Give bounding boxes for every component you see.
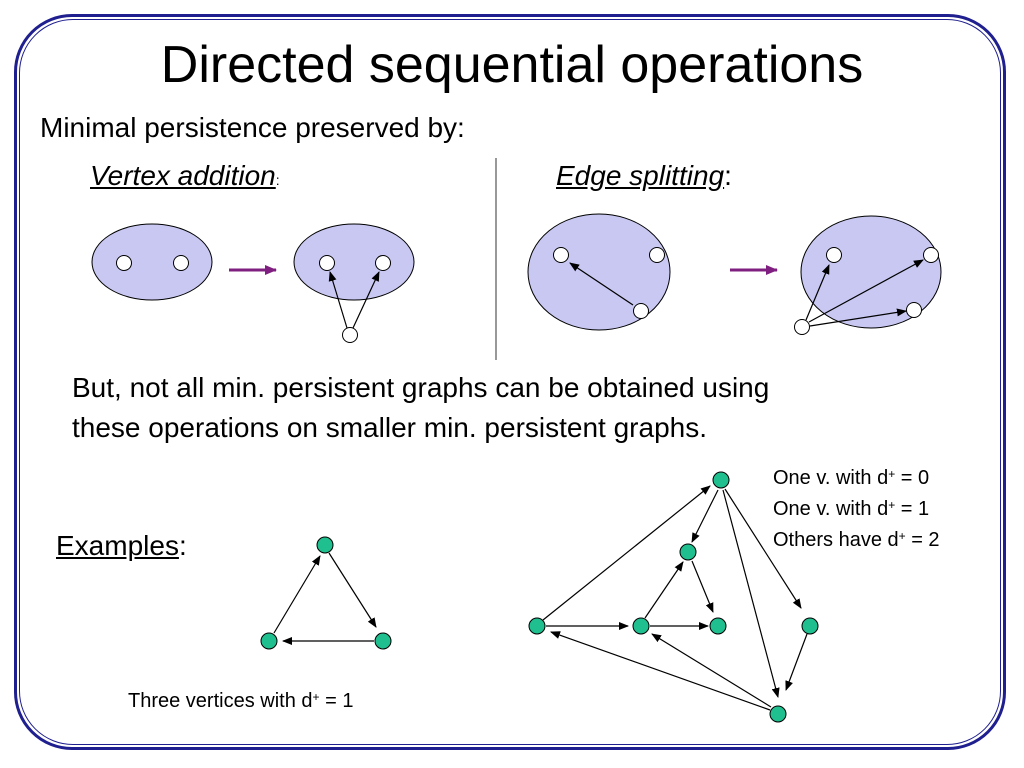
edge <box>724 488 802 609</box>
vertex <box>116 255 132 271</box>
edge-splitting-label: Edge splitting: <box>556 160 732 192</box>
edge <box>808 259 924 323</box>
vertex-addition-colon: : <box>275 172 280 188</box>
vertex-addition-after-graph <box>293 223 415 343</box>
slide-frame <box>14 14 1006 750</box>
vertex <box>923 247 939 263</box>
graph-note-1: One v. with d+ = 0 <box>773 467 930 489</box>
large-example-graph <box>528 471 819 723</box>
vertex <box>649 247 665 263</box>
edge <box>691 560 714 613</box>
vertex <box>316 536 334 554</box>
triangle-example-graph <box>260 536 392 650</box>
edge <box>550 631 771 711</box>
limitation-paragraph: But, not all min. persistent graphs can … <box>72 368 769 448</box>
graph-note-3: Others have d+ = 2 <box>773 529 940 551</box>
edge <box>805 264 830 321</box>
edge <box>328 552 377 628</box>
edge <box>785 633 808 691</box>
edge <box>722 489 780 698</box>
vertex <box>801 617 819 635</box>
edge <box>542 485 711 621</box>
ellipse-after <box>293 223 415 301</box>
vertex <box>173 255 189 271</box>
edge-splitting-text: Edge splitting <box>556 160 725 191</box>
vertex <box>374 632 392 650</box>
slide-subtitle: Minimal persistence preserved by: <box>40 112 465 143</box>
vertex <box>260 632 278 650</box>
edge-splitting-after-graph <box>794 215 942 335</box>
graph-note-2: One v. with d+ = 1 <box>773 498 930 520</box>
vertex-addition-text: Vertex addition <box>90 160 276 191</box>
edge <box>328 271 348 329</box>
vertex <box>342 327 358 343</box>
paragraph-line-2: these operations on smaller min. persist… <box>72 412 707 443</box>
vertex <box>632 617 650 635</box>
vertex <box>528 617 546 635</box>
vertex <box>319 255 335 271</box>
edge <box>651 633 772 708</box>
edge <box>809 308 907 327</box>
vertex <box>826 247 842 263</box>
examples-text: Examples <box>56 530 179 561</box>
vertex <box>769 705 787 723</box>
vertex <box>906 302 922 318</box>
vertex <box>709 617 727 635</box>
examples-label: Examples: <box>56 530 187 562</box>
triangle-caption: Three vertices with d+ = 1 <box>128 690 354 712</box>
edge <box>273 555 321 634</box>
edge-splitting-before-graph <box>527 213 671 331</box>
vertex <box>794 319 810 335</box>
graph-notes: One v. with d+ = 0 One v. with d+ = 1 Ot… <box>773 463 940 556</box>
vertex-addition-label: Vertex addition: <box>90 160 280 192</box>
vertex <box>375 255 391 271</box>
slide-frame-inner <box>19 19 1001 745</box>
ellipse-before <box>91 223 213 301</box>
vertex <box>712 471 730 489</box>
vertex <box>679 543 697 561</box>
ellipse-after <box>800 215 942 329</box>
edge <box>352 271 380 329</box>
edge <box>691 489 719 543</box>
paragraph-line-1: But, not all min. persistent graphs can … <box>72 372 770 403</box>
vertex <box>633 303 649 319</box>
vertex <box>553 247 569 263</box>
examples-colon: : <box>178 530 187 561</box>
slide-title: Directed sequential operations <box>160 36 864 94</box>
vertex-addition-before-graph <box>91 223 213 301</box>
edge-splitting-colon: : <box>724 160 732 191</box>
edge <box>644 561 684 619</box>
edge <box>569 262 634 306</box>
ellipse-before <box>527 213 671 331</box>
